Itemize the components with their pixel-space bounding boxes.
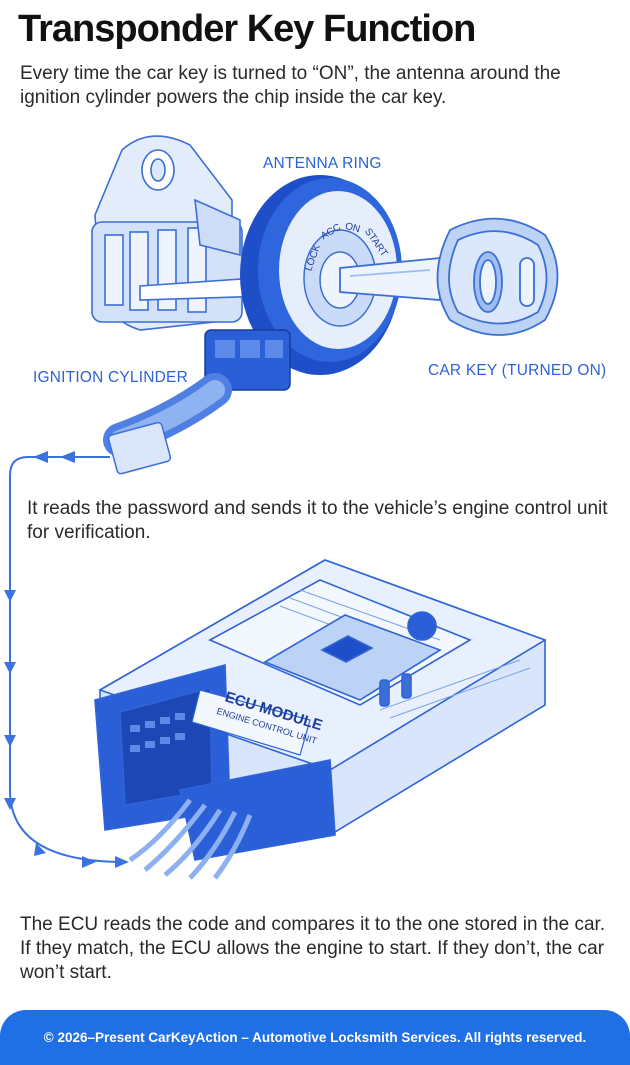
step2-text: It reads the password and sends it to th… xyxy=(27,498,608,543)
intro-text: Every time the car key is turned to “ON”… xyxy=(20,63,561,108)
arrowhead xyxy=(60,451,75,463)
step3-text: The ECU reads the code and compares it t… xyxy=(20,914,606,983)
car-key-illustration xyxy=(339,217,559,336)
arrowhead xyxy=(34,843,46,856)
arrowhead xyxy=(115,856,129,868)
arrowhead xyxy=(82,856,96,868)
car-key-label: CAR KEY (TURNED ON) xyxy=(428,362,607,379)
arrowhead xyxy=(4,735,16,747)
arrowhead xyxy=(4,590,16,602)
copyright-text: © 2026–Present CarKeyAction – Automotive… xyxy=(43,1030,587,1045)
antenna-ring-illustration xyxy=(103,175,402,475)
page-title: Transponder Key Function xyxy=(18,8,476,50)
arrowhead xyxy=(33,451,48,463)
antenna-ring-label: ANTENNA RING xyxy=(263,155,382,172)
flow-arrowheads xyxy=(4,451,129,868)
arrowhead xyxy=(4,798,16,810)
ecu-module-illustration xyxy=(94,559,547,880)
ring-marking-on: ON xyxy=(344,221,361,236)
ignition-cylinder-label: IGNITION CYLINDER xyxy=(33,369,188,386)
arrowhead xyxy=(4,662,16,674)
footer-bar: © 2026–Present CarKeyAction – Automotive… xyxy=(0,1010,630,1065)
